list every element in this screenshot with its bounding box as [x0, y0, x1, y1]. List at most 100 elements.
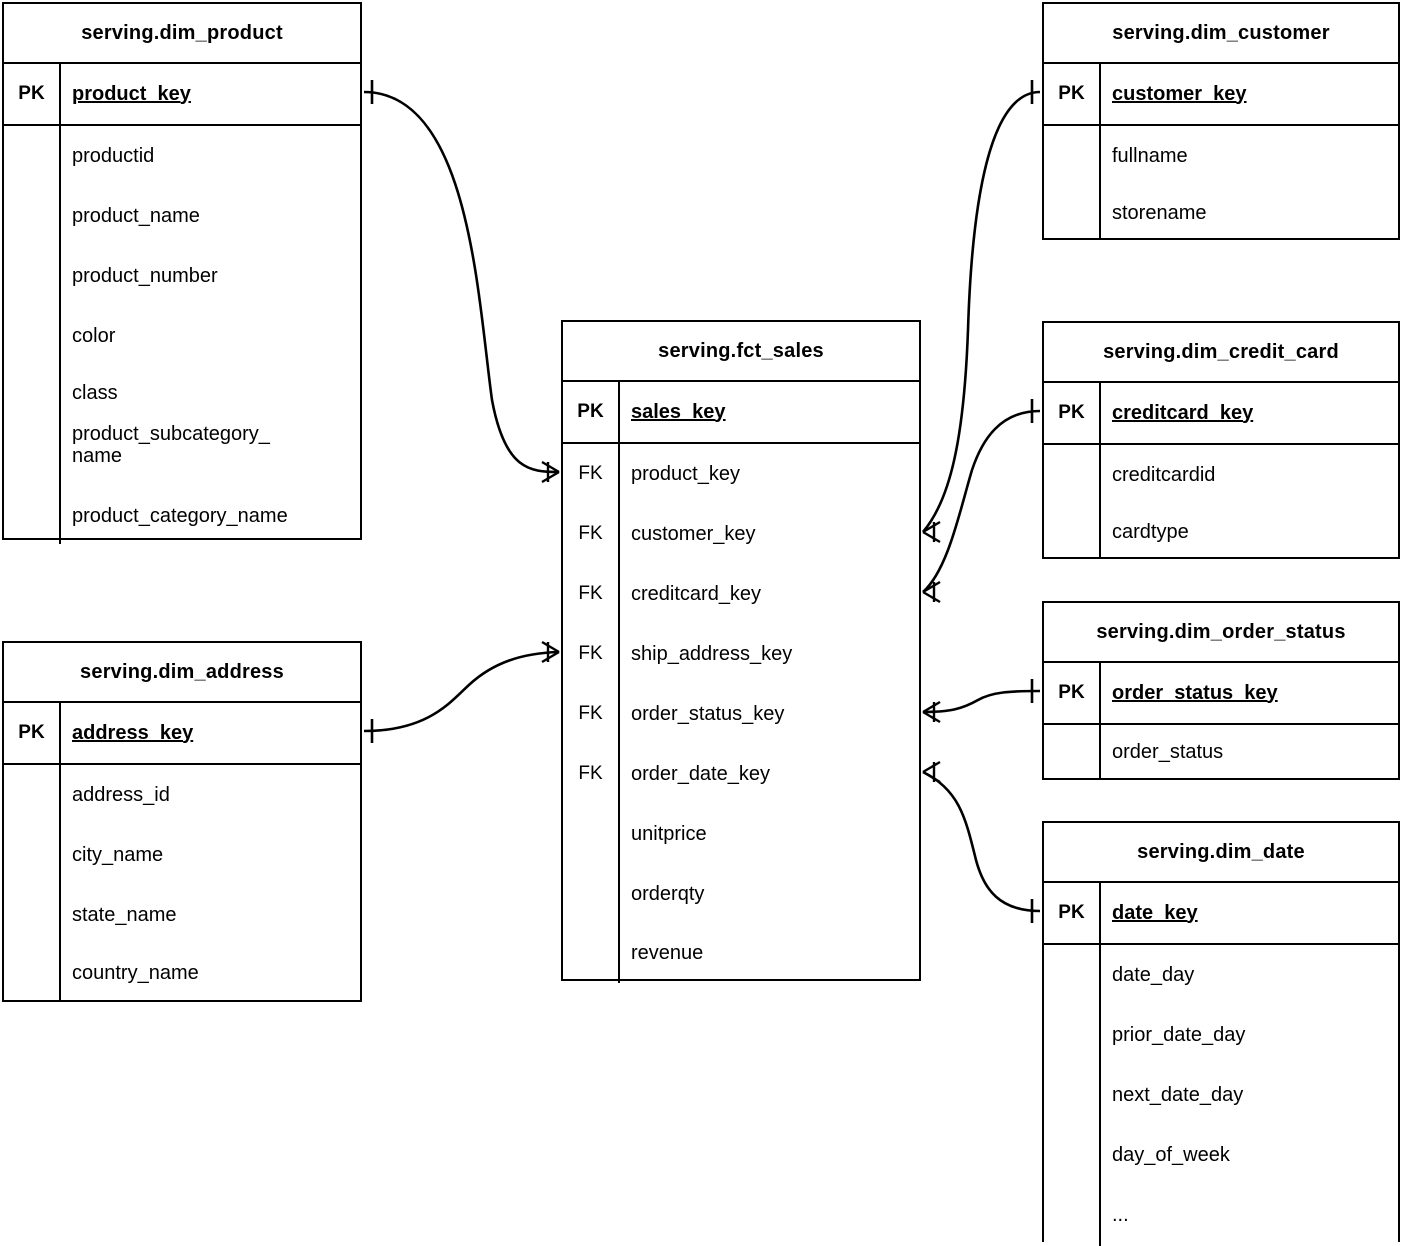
table-row[interactable]: orderqty — [563, 864, 919, 924]
key-label — [4, 366, 61, 421]
field-name: customer_key — [631, 522, 756, 545]
table-row[interactable]: FK customer_key — [563, 504, 919, 564]
key-label — [4, 246, 61, 306]
table-row[interactable]: ... — [1044, 1185, 1398, 1246]
table-row[interactable]: prior_date_day — [1044, 1005, 1398, 1065]
divider — [4, 124, 360, 126]
entity-fct-sales[interactable]: serving.fct_sales PK sales_key FK produc… — [561, 320, 921, 983]
table-row[interactable]: storename — [1044, 186, 1398, 240]
pk-row[interactable]: PK customer_key — [1044, 64, 1398, 124]
table-row[interactable]: address_id — [4, 765, 360, 825]
table-row[interactable]: class — [4, 366, 360, 421]
entity-dim-address[interactable]: serving.dim_address PK address_key addre… — [2, 641, 362, 1002]
field-name: order_status_key — [1112, 681, 1278, 704]
entity-dim-credit-card[interactable]: serving.dim_credit_card PK creditcard_ke… — [1042, 321, 1400, 559]
key-label — [1044, 186, 1101, 240]
table-row[interactable]: color — [4, 306, 360, 366]
key-label-fk: FK — [563, 444, 620, 504]
table-row[interactable]: product_category_name — [4, 489, 360, 544]
field-name: unitprice — [631, 822, 707, 845]
divider — [1044, 124, 1398, 126]
key-label — [4, 825, 61, 885]
field-name: product_key — [631, 462, 740, 485]
entity-dim-product[interactable]: serving.dim_product PK product_key produ… — [2, 2, 362, 544]
field-name: creditcard_key — [1112, 401, 1254, 424]
field-name: orderqty — [631, 882, 705, 905]
table-row[interactable]: cardtype — [1044, 505, 1398, 559]
key-label — [4, 885, 61, 945]
pk-row[interactable]: PK address_key — [4, 703, 360, 763]
field-name: customer_key — [1112, 82, 1247, 105]
pk-row[interactable]: PK order_status_key — [1044, 663, 1398, 723]
table-row[interactable]: product_subcategory_ name — [4, 421, 360, 489]
table-row[interactable]: next_date_day — [1044, 1065, 1398, 1125]
field-name: day_of_week — [1112, 1143, 1230, 1166]
table-row[interactable]: fullname — [1044, 126, 1398, 186]
key-label-pk: PK — [563, 382, 620, 442]
pk-row[interactable]: PK sales_key — [563, 382, 919, 442]
table-row[interactable]: FK creditcard_key — [563, 564, 919, 624]
key-label — [563, 804, 620, 864]
divider — [563, 380, 919, 382]
table-row[interactable]: state_name — [4, 885, 360, 945]
pk-row[interactable]: PK creditcard_key — [1044, 383, 1398, 443]
divider — [1044, 443, 1398, 445]
key-label-fk: FK — [563, 504, 620, 564]
table-row[interactable]: FK ship_address_key — [563, 624, 919, 684]
entity-title: serving.dim_order_status — [1096, 620, 1346, 643]
entity-title: serving.dim_customer — [1112, 21, 1330, 44]
table-row[interactable]: unitprice — [563, 804, 919, 864]
table-row[interactable]: order_status — [1044, 725, 1398, 780]
field-name: storename — [1112, 201, 1207, 224]
field-name: cardtype — [1112, 520, 1189, 543]
key-label — [1044, 1185, 1101, 1246]
entity-title: serving.dim_date — [1137, 840, 1305, 863]
edge-date — [922, 770, 1041, 913]
entity-dim-customer[interactable]: serving.dim_customer PK customer_key ful… — [1042, 2, 1400, 240]
divider — [4, 701, 360, 703]
table-row[interactable]: creditcardid — [1044, 445, 1398, 505]
field-name: address_key — [72, 721, 194, 744]
divider — [1044, 62, 1398, 64]
pk-row[interactable]: PK product_key — [4, 64, 360, 124]
key-label — [1044, 1005, 1101, 1065]
field-name: productid — [72, 144, 155, 167]
edge-creditcard — [922, 409, 1041, 593]
table-row[interactable]: FK order_date_key — [563, 744, 919, 804]
field-name: state_name — [72, 903, 177, 926]
key-label-fk: FK — [563, 624, 620, 684]
key-label — [1044, 505, 1101, 559]
field-name: product_subcategory_ name — [72, 423, 270, 467]
table-row[interactable]: FK product_key — [563, 444, 919, 504]
key-label — [1044, 445, 1101, 505]
table-row[interactable]: country_name — [4, 945, 360, 1002]
field-name: ship_address_key — [631, 642, 793, 665]
table-row[interactable]: city_name — [4, 825, 360, 885]
table-row[interactable]: date_day — [1044, 945, 1398, 1005]
table-row[interactable]: productid — [4, 126, 360, 186]
key-label-pk: PK — [4, 703, 61, 763]
table-row[interactable]: product_name — [4, 186, 360, 246]
key-label — [1044, 725, 1101, 780]
divider — [563, 442, 919, 444]
field-name: city_name — [72, 843, 164, 866]
field-name: order_status_key — [631, 702, 785, 725]
field-name: creditcard_key — [631, 582, 762, 605]
table-row[interactable]: revenue — [563, 924, 919, 983]
table-row[interactable]: day_of_week — [1044, 1125, 1398, 1185]
edge-customer-crowfoot — [922, 520, 941, 544]
entity-dim-date[interactable]: serving.dim_date PK date_key date_day pr… — [1042, 821, 1400, 1246]
divider — [4, 763, 360, 765]
entity-title: serving.fct_sales — [658, 339, 824, 362]
divider — [4, 62, 360, 64]
key-label — [4, 945, 61, 1002]
edge-address-crowfoot — [541, 640, 560, 664]
key-label — [4, 186, 61, 246]
edge-product — [363, 90, 560, 474]
table-row[interactable]: product_number — [4, 246, 360, 306]
entity-dim-order-status[interactable]: serving.dim_order_status PK order_status… — [1042, 601, 1400, 780]
field-name: revenue — [631, 942, 704, 964]
pk-row[interactable]: PK date_key — [1044, 883, 1398, 943]
field-name: product_name — [72, 204, 200, 227]
table-row[interactable]: FK order_status_key — [563, 684, 919, 744]
